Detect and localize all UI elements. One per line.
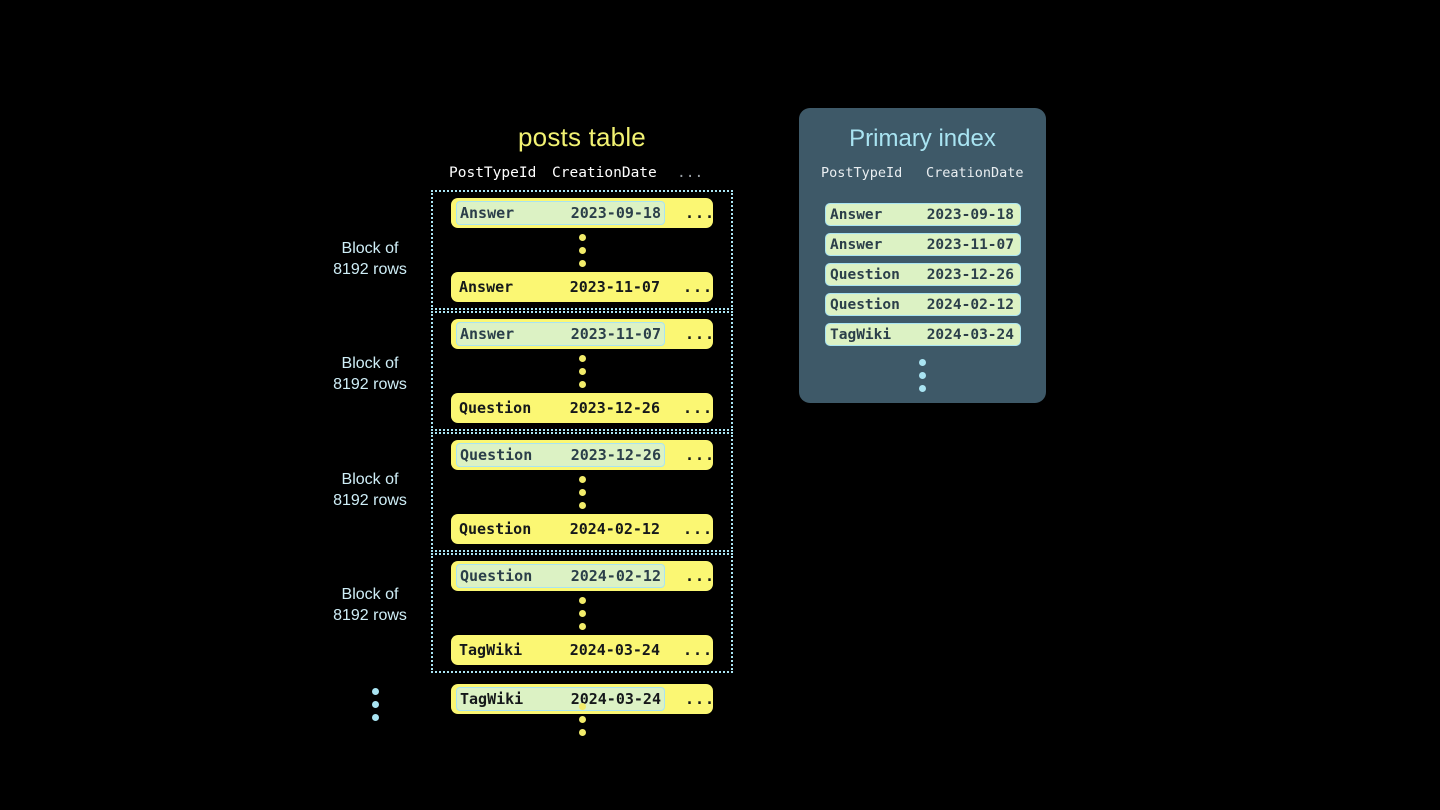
index-row[interactable]: Answer 2023-09-18 <box>825 203 1021 226</box>
row-mark: Answer 2023-09-18 <box>456 201 665 225</box>
row-mark: Answer 2023-11-07 <box>456 322 665 346</box>
cell-posttypeid: TagWiki <box>459 641 523 659</box>
cell-more: ... <box>685 690 716 708</box>
block-label-1: Block of 8192 rows <box>333 240 407 278</box>
column-header-more: ... <box>677 165 704 181</box>
table-row[interactable]: Question 2023-12-26 ... <box>451 440 716 470</box>
table-row[interactable]: Answer 2023-11-07 ... <box>451 272 713 302</box>
cell-more: ... <box>685 325 716 343</box>
cell-posttypeid: Answer <box>460 204 515 222</box>
vertical-ellipsis-icon <box>433 228 731 272</box>
left-continuation-dots <box>362 682 388 726</box>
cell-creationdate: 2024-02-12 <box>570 567 661 585</box>
primary-index-column-headers: PostTypeId CreationDate <box>821 165 1024 181</box>
cell-more: ... <box>683 641 714 659</box>
index-cell-creationdate: 2023-09-18 <box>926 206 1014 223</box>
block-label-2: Block of 8192 rows <box>333 355 407 393</box>
vertical-ellipsis-icon <box>433 470 731 514</box>
cell-creationdate: 2024-02-12 <box>569 520 660 538</box>
vertical-ellipsis-icon <box>799 353 1046 397</box>
cell-creationdate: 2023-12-26 <box>569 399 660 417</box>
cell-posttypeid: TagWiki <box>460 690 524 708</box>
table-row[interactable]: TagWiki 2024-03-24 ... <box>451 635 713 665</box>
row-mark: Question 2024-02-12 <box>456 564 665 588</box>
cell-posttypeid: Question <box>460 446 533 464</box>
table-row[interactable]: TagWiki 2024-03-24 ... <box>451 684 716 714</box>
cell-creationdate: 2023-12-26 <box>570 446 661 464</box>
table-row[interactable]: Question 2024-02-12 ... <box>451 514 713 544</box>
index-cell-posttypeid: Answer <box>830 236 883 253</box>
vertical-ellipsis-icon <box>362 682 388 726</box>
column-header-creationdate: CreationDate <box>552 165 657 181</box>
primary-index-panel: Primary index PostTypeId CreationDate An… <box>799 108 1046 403</box>
index-column-header-posttypeid: PostTypeId <box>821 165 903 181</box>
primary-index-title: Primary index <box>849 125 996 152</box>
index-cell-creationdate: 2024-03-24 <box>926 326 1014 343</box>
vertical-ellipsis-icon <box>431 697 733 741</box>
index-row[interactable]: TagWiki 2024-03-24 <box>825 323 1021 346</box>
cell-creationdate: 2023-09-18 <box>570 204 661 222</box>
index-cell-creationdate: 2023-11-07 <box>926 236 1014 253</box>
vertical-ellipsis-icon <box>433 349 731 393</box>
column-header-posttypeid: PostTypeId <box>449 165 537 181</box>
table-block: Answer 2023-09-18 ... Answer 2023-11-07 … <box>431 190 733 310</box>
primary-index-rows: Answer 2023-09-18 Answer 2023-11-07 Ques… <box>825 203 1021 353</box>
cell-posttypeid: Answer <box>460 325 515 343</box>
index-cell-posttypeid: TagWiki <box>830 326 892 343</box>
row-mark: TagWiki 2024-03-24 <box>456 687 665 711</box>
index-row[interactable]: Question 2023-12-26 <box>825 263 1021 286</box>
vertical-ellipsis-icon <box>433 591 731 635</box>
table-row[interactable]: Question 2023-12-26 ... <box>451 393 713 423</box>
block-label-3: Block of 8192 rows <box>333 471 407 509</box>
table-block: Question 2023-12-26 ... Question 2024-02… <box>431 432 733 552</box>
index-column-header-creationdate: CreationDate <box>926 165 1024 181</box>
posts-table-blocks: Answer 2023-09-18 ... Answer 2023-11-07 … <box>431 190 733 714</box>
cell-creationdate: 2023-11-07 <box>570 325 661 343</box>
cell-more: ... <box>683 520 714 538</box>
index-continuation-dots <box>799 353 1046 397</box>
cell-creationdate: 2024-03-24 <box>570 690 661 708</box>
page-title: posts table <box>518 122 646 152</box>
index-cell-posttypeid: Question <box>830 296 900 313</box>
cell-more: ... <box>683 278 714 296</box>
row-cells: Question 2024-02-12 <box>456 517 663 541</box>
row-cells: Answer 2023-11-07 <box>456 275 663 299</box>
cell-more: ... <box>685 567 716 585</box>
row-mark: Question 2023-12-26 <box>456 443 665 467</box>
table-row[interactable]: Answer 2023-09-18 ... <box>451 198 716 228</box>
cell-more: ... <box>685 204 716 222</box>
cell-more: ... <box>685 446 716 464</box>
row-cells: TagWiki 2024-03-24 <box>456 638 663 662</box>
table-row[interactable]: Question 2024-02-12 ... <box>451 561 716 591</box>
cell-creationdate: 2023-11-07 <box>569 278 660 296</box>
row-cells: Question 2023-12-26 <box>456 396 663 420</box>
cell-posttypeid: Question <box>459 399 532 417</box>
cell-more: ... <box>683 399 714 417</box>
index-row[interactable]: Answer 2023-11-07 <box>825 233 1021 256</box>
index-cell-creationdate: 2024-02-12 <box>926 296 1014 313</box>
cell-posttypeid: Question <box>460 567 533 585</box>
cell-posttypeid: Question <box>459 520 532 538</box>
table-block: Answer 2023-11-07 ... Question 2023-12-2… <box>431 311 733 431</box>
table-row[interactable]: Answer 2023-11-07 ... <box>451 319 716 349</box>
table-block: Question 2024-02-12 ... TagWiki 2024-03-… <box>431 553 733 673</box>
cell-creationdate: 2024-03-24 <box>569 641 660 659</box>
posts-table-column-headers: PostTypeId CreationDate ... <box>449 165 719 181</box>
table-continuation-dots <box>431 697 733 741</box>
index-cell-posttypeid: Question <box>830 266 900 283</box>
index-cell-posttypeid: Answer <box>830 206 883 223</box>
index-cell-creationdate: 2023-12-26 <box>926 266 1014 283</box>
cell-posttypeid: Answer <box>459 278 514 296</box>
block-label-4: Block of 8192 rows <box>333 586 407 624</box>
index-row[interactable]: Question 2024-02-12 <box>825 293 1021 316</box>
